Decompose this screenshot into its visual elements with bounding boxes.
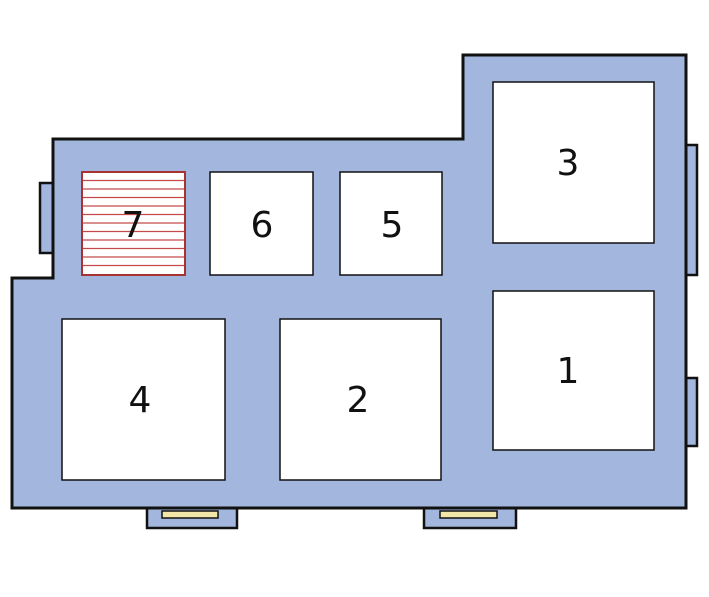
slot-7-label: 7 [122, 205, 145, 246]
slot-3-box [492, 81, 655, 244]
slot-7[interactable]: 7 [81, 171, 186, 276]
clip-insert-right [439, 510, 498, 519]
slot-6-label: 6 [251, 205, 274, 246]
slot-3[interactable]: 3 [492, 81, 655, 244]
slot-6-box [209, 171, 314, 276]
slot-5-box [339, 171, 443, 276]
slot-6[interactable]: 6 [209, 171, 314, 276]
bottom-clip-left [145, 506, 239, 530]
slot-3-label: 3 [557, 143, 580, 184]
slot-4-label: 4 [129, 380, 152, 421]
slot-5-label: 5 [381, 205, 404, 246]
slot-2[interactable]: 2 [279, 318, 442, 481]
slot-5[interactable]: 5 [339, 171, 443, 276]
slot-2-label: 2 [347, 380, 370, 421]
slot-2-box [279, 318, 442, 481]
slot-4[interactable]: 4 [61, 318, 226, 481]
slot-1-box [492, 290, 655, 451]
slot-4-box [61, 318, 226, 481]
slot-1[interactable]: 1 [492, 290, 655, 451]
slot-7-hatch [83, 179, 184, 267]
clip-insert-left [161, 510, 219, 519]
bottom-clip-right [422, 506, 518, 530]
slot-1-label: 1 [557, 351, 580, 392]
